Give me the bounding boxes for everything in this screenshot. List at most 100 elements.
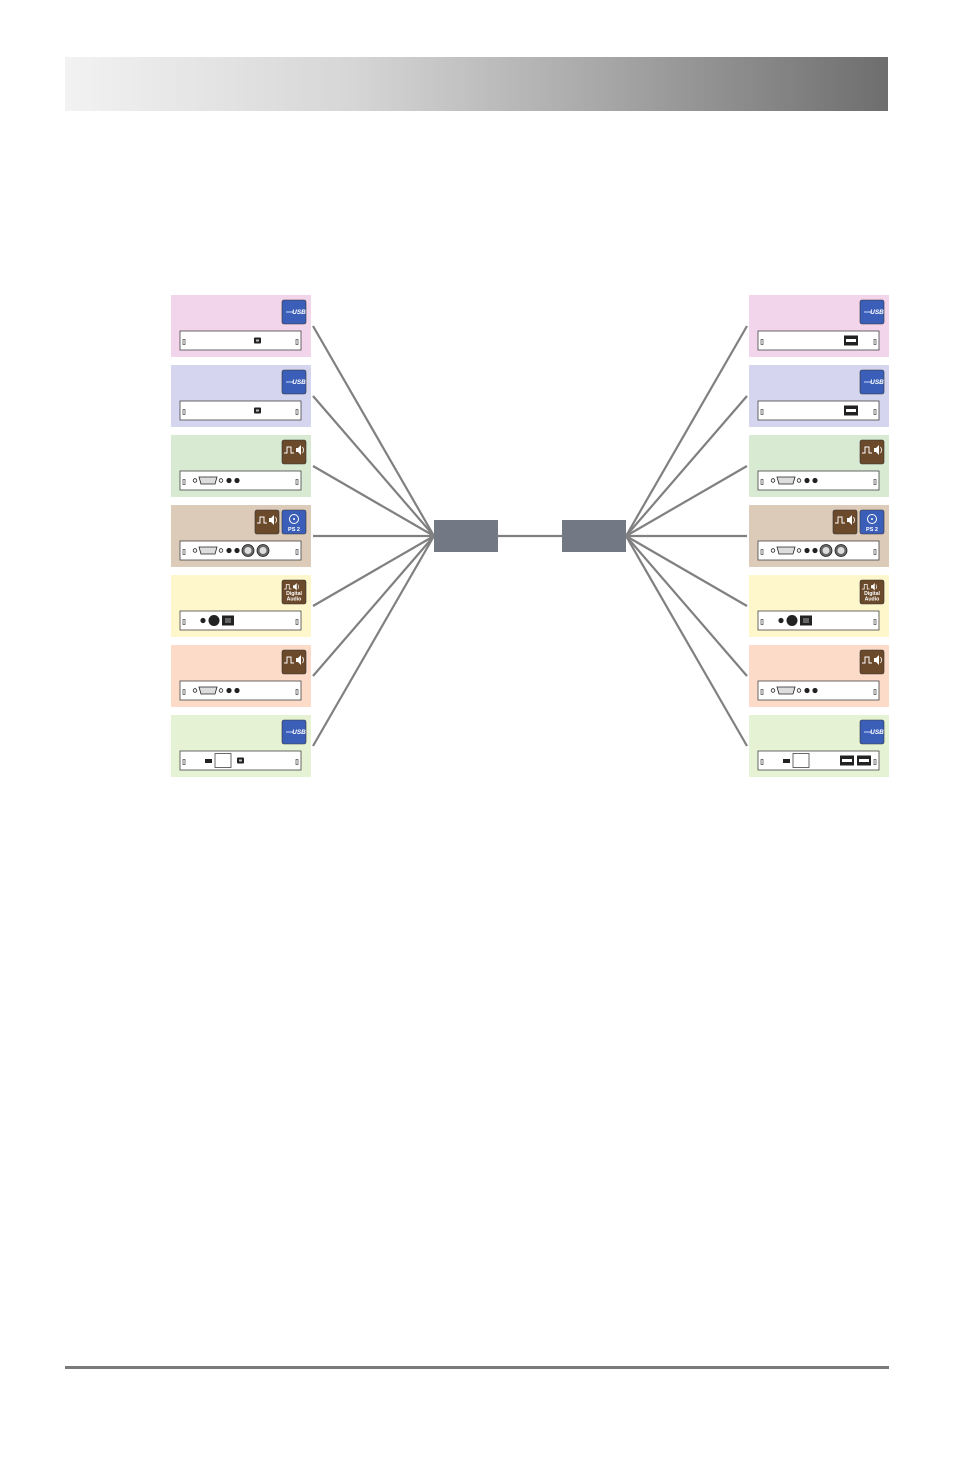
mount-screw <box>873 479 877 485</box>
speaker-icon <box>284 583 299 591</box>
digital-audio-badge-line2: Audio <box>287 597 302 603</box>
left-module: USB <box>171 365 311 427</box>
right-module <box>749 435 889 497</box>
faceplate <box>179 680 302 701</box>
right-connection-line <box>625 535 748 677</box>
ps2-port-icon <box>867 514 877 524</box>
usb-badge: USB <box>859 299 885 325</box>
mini-usb-port <box>783 759 790 763</box>
mount-screw <box>182 409 186 415</box>
jack-port <box>804 477 810 484</box>
jack-port <box>804 547 810 554</box>
mount-screw <box>295 409 299 415</box>
right-module: USB <box>749 715 889 777</box>
speaker-icon <box>284 655 304 665</box>
speaker-icon <box>835 515 855 525</box>
serial-port <box>192 546 224 555</box>
jack-port <box>226 547 232 554</box>
jack-port <box>812 547 818 554</box>
left-module <box>171 645 311 707</box>
mount-screw <box>760 759 764 765</box>
mount-screw <box>760 689 764 695</box>
ps2-port <box>256 544 270 557</box>
faceplate <box>179 470 302 491</box>
mount-screw <box>295 689 299 695</box>
left-connection-line <box>312 535 435 607</box>
mount-screw <box>873 689 877 695</box>
optical-port <box>800 615 812 626</box>
window-port <box>792 753 810 768</box>
optical-port <box>222 615 234 626</box>
mount-screw <box>760 549 764 555</box>
jack-port <box>226 477 232 484</box>
usb-b-port <box>254 337 261 344</box>
faceplate <box>757 750 880 771</box>
usb-a-port <box>857 755 871 766</box>
serial-port <box>770 686 802 695</box>
right-connection-line <box>625 395 748 537</box>
serial-port <box>192 476 224 485</box>
mount-screw <box>873 759 877 765</box>
jack-port <box>812 477 818 484</box>
usb-a-port <box>844 405 858 416</box>
mount-screw <box>873 549 877 555</box>
usb-b-port <box>237 757 244 764</box>
ps2-port <box>241 544 255 557</box>
mount-screw <box>295 549 299 555</box>
mount-screw <box>873 409 877 415</box>
usb-badge-label: USB <box>870 379 884 386</box>
coax-port <box>786 615 798 626</box>
right-module: USB <box>749 295 889 357</box>
right-connection-line <box>625 535 748 607</box>
usb-badge-label: USB <box>292 309 306 316</box>
local-extender-unit <box>434 520 498 552</box>
jack-port <box>778 617 784 624</box>
mount-screw <box>873 339 877 345</box>
right-module <box>749 645 889 707</box>
left-connection-line <box>312 325 435 537</box>
ps2-port <box>834 544 848 557</box>
usb-badge: USB <box>281 299 307 325</box>
digital-audio-badge-line1: Digital <box>286 591 302 597</box>
speaker-icon <box>862 583 877 591</box>
usb-badge-label: USB <box>292 379 306 386</box>
faceplate <box>757 400 880 421</box>
faceplate <box>757 610 880 631</box>
usb-a-port <box>840 755 854 766</box>
serial-port <box>770 476 802 485</box>
speaker-icon <box>284 445 304 455</box>
jack-port <box>234 477 240 484</box>
serial-port <box>770 546 802 555</box>
audio-badge <box>281 439 307 465</box>
digital-audio-badge-line2: Audio <box>865 597 880 603</box>
header-bar <box>65 57 888 111</box>
mount-screw <box>760 339 764 345</box>
mount-screw <box>182 689 186 695</box>
left-connection-line <box>312 395 435 537</box>
speaker-icon <box>862 655 882 665</box>
left-module: PS 2 <box>171 505 311 567</box>
mount-screw <box>182 619 186 625</box>
ps2-badge: PS 2 <box>281 509 307 535</box>
faceplate <box>757 470 880 491</box>
jack-port <box>234 547 240 554</box>
mount-screw <box>295 479 299 485</box>
jack-port <box>804 687 810 694</box>
coax-port <box>208 615 220 626</box>
jack-port <box>226 687 232 694</box>
mount-screw <box>182 479 186 485</box>
mount-screw <box>295 759 299 765</box>
right-module: PS 2 <box>749 505 889 567</box>
ps2-port-icon <box>289 514 299 524</box>
mount-screw <box>760 409 764 415</box>
usb-badge: USB <box>281 369 307 395</box>
faceplate <box>757 540 880 561</box>
usb-badge-label: USB <box>292 729 306 736</box>
usb-badge-label: USB <box>870 309 884 316</box>
mini-usb-port <box>205 759 212 763</box>
speaker-icon <box>862 445 882 455</box>
